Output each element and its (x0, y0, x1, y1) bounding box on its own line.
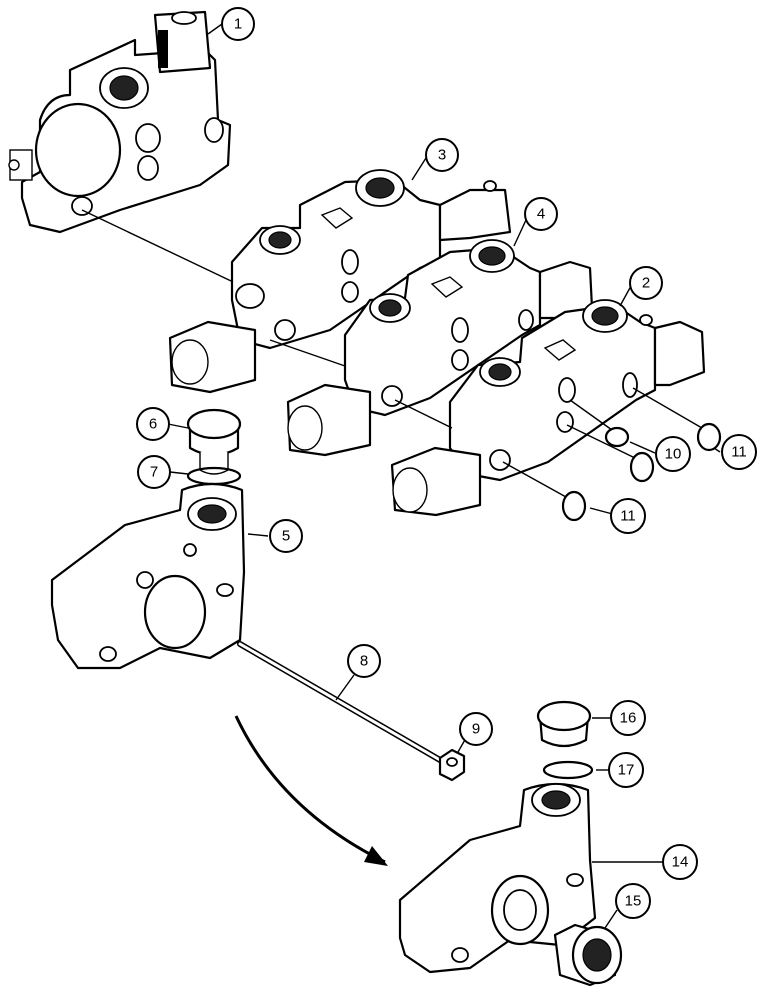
callout-14: 14 (662, 844, 698, 880)
callout-8: 8 (347, 644, 381, 678)
callout-1-label: 1 (234, 16, 242, 33)
callout-10-label: 10 (665, 446, 682, 463)
callout-10: 10 (655, 436, 691, 472)
callout-15: 15 (615, 883, 651, 919)
callout-16-label: 16 (620, 710, 637, 727)
outlet-end-cover-14 (398, 782, 597, 974)
callout-2: 2 (629, 266, 663, 300)
callout-17: 17 (608, 752, 644, 788)
spool-section-2 (390, 299, 706, 517)
callout-11-lower-label: 11 (620, 508, 636, 525)
callout-4-label: 4 (537, 206, 545, 223)
o-rings-10-11 (502, 387, 722, 522)
callout-2-label: 2 (642, 275, 650, 292)
inlet-valve-section (8, 10, 232, 234)
callout-15-label: 15 (625, 893, 642, 910)
outlet-end-cover-5 (50, 482, 246, 670)
callout-9-label: 9 (472, 721, 480, 738)
tie-rod-8 (237, 641, 443, 763)
callout-5: 5 (269, 519, 303, 553)
spool-section-4 (286, 239, 594, 457)
callout-11-upper: 11 (721, 434, 757, 470)
swap-arrow (234, 715, 386, 864)
callout-3-label: 3 (438, 147, 446, 164)
adapter-15 (553, 923, 623, 987)
callout-6: 6 (136, 407, 170, 441)
nut-9 (438, 748, 466, 782)
callout-9: 9 (459, 712, 493, 746)
callout-4: 4 (524, 197, 558, 231)
callout-14-label: 14 (672, 854, 689, 871)
callout-11-lower: 11 (610, 498, 646, 534)
callout-16: 16 (610, 700, 646, 736)
callout-17-label: 17 (618, 762, 635, 779)
spool-section-3 (168, 169, 512, 394)
callout-1: 1 (221, 7, 255, 41)
o-ring-17 (542, 760, 594, 780)
callout-7: 7 (137, 455, 171, 489)
plug-6 (186, 408, 242, 475)
callout-5-label: 5 (282, 528, 290, 545)
plug-16 (536, 700, 592, 748)
callout-6-label: 6 (149, 416, 157, 433)
callout-3: 3 (425, 138, 459, 172)
callout-11-upper-label: 11 (731, 444, 747, 461)
callout-7-label: 7 (150, 464, 158, 481)
swap-arrow-head (364, 846, 388, 866)
callout-8-label: 8 (360, 653, 368, 670)
